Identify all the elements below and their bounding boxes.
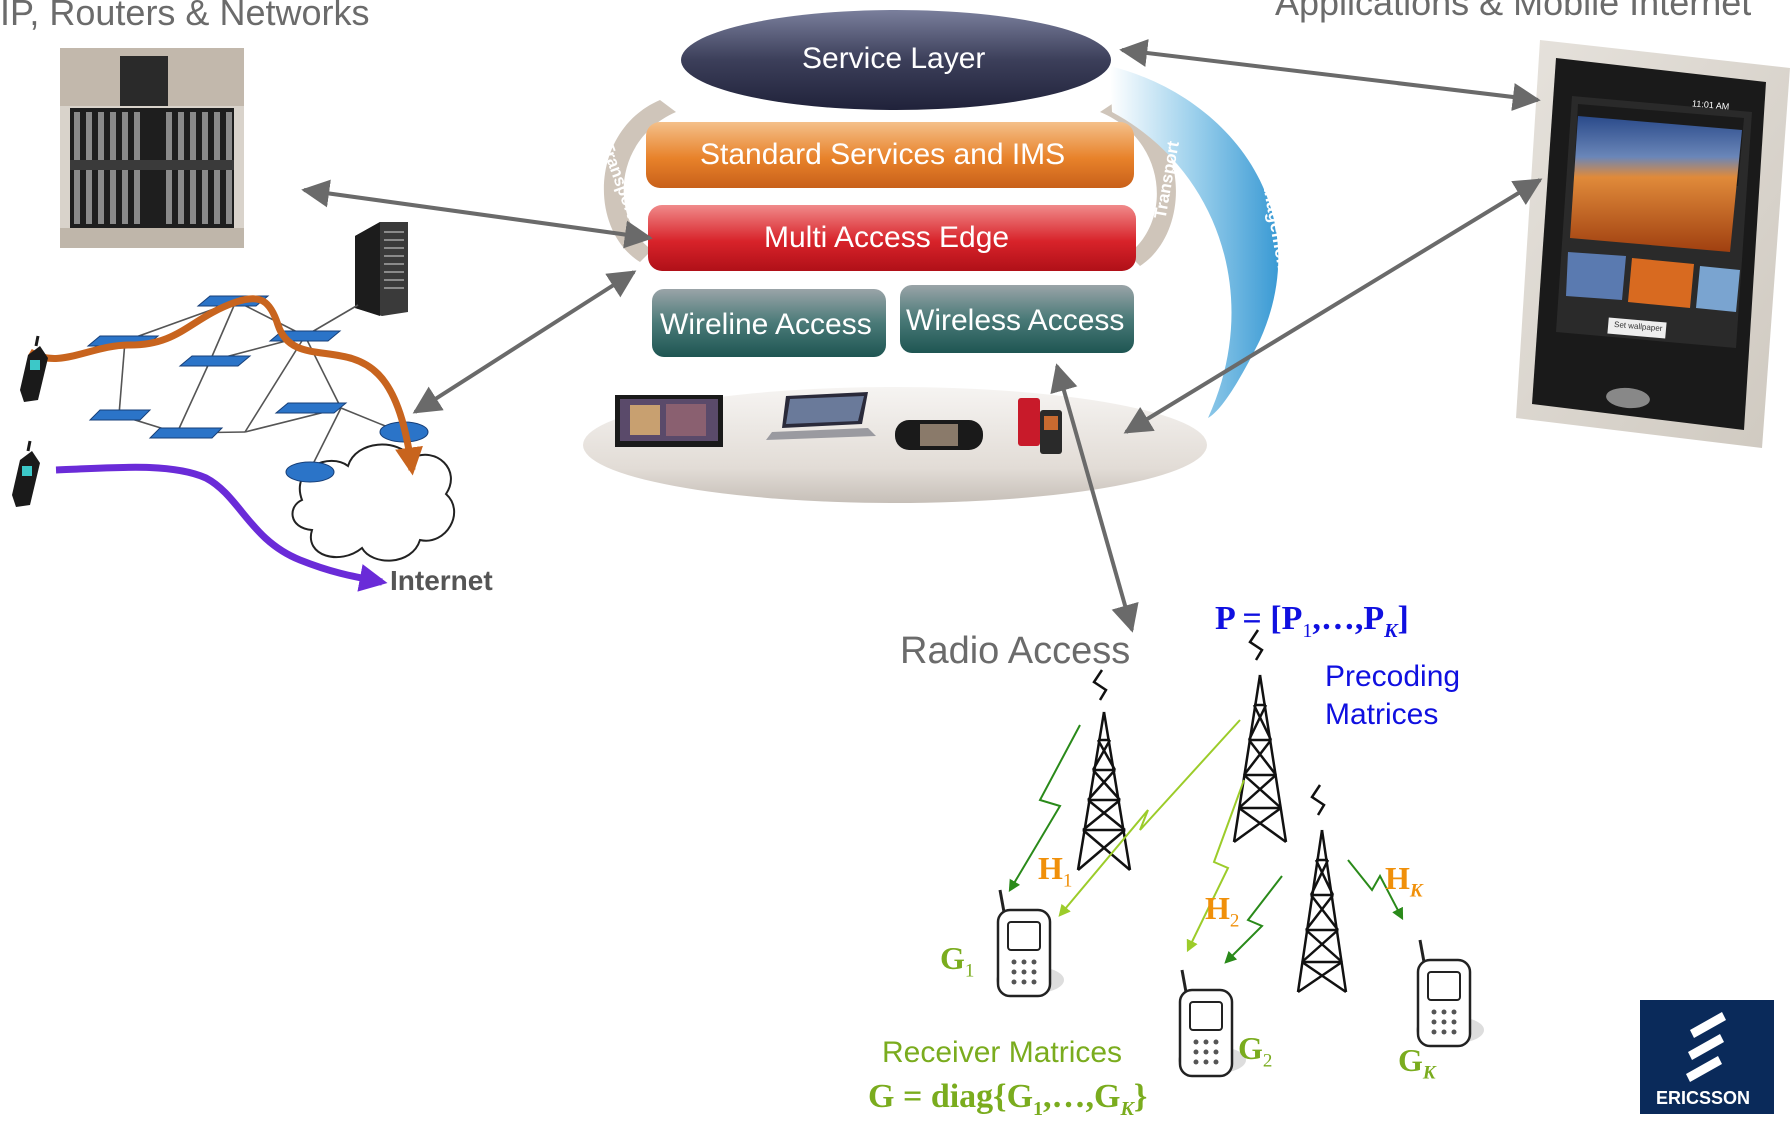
channel-h1-sub: 1 — [1062, 870, 1073, 892]
receiver-phone-k — [1416, 939, 1484, 1048]
base-station-towers — [1076, 629, 1348, 994]
server-tower-image — [355, 222, 408, 316]
channel-hk-sub: K — [1409, 880, 1423, 902]
receiver-g1-label: G1 — [940, 940, 974, 982]
tower-3 — [1296, 784, 1348, 994]
precoding-label-line2: Matrices — [1325, 698, 1439, 731]
device-tv-image — [615, 395, 723, 447]
channel-h2-letter: H — [1205, 890, 1230, 926]
receiver-gk-label: GK — [1398, 1042, 1436, 1084]
device-laptop-image — [766, 392, 876, 440]
channel-arrows — [1008, 719, 1404, 964]
receiver-g2-label: G2 — [1238, 1030, 1272, 1072]
channel-h2-label: H2 — [1205, 890, 1239, 932]
smartphone-image — [1516, 40, 1790, 448]
channel-h1-label: H1 — [1038, 850, 1072, 892]
service-layer-label: Service Layer — [802, 42, 986, 75]
tower-2 — [1232, 629, 1288, 844]
orange-traffic-flow — [28, 295, 423, 476]
precoding-eq-sub1: 1 — [1302, 619, 1313, 642]
receiver-equation: G = diag{G1,…,GK} — [868, 1078, 1147, 1121]
ericsson-logo — [1640, 1000, 1774, 1114]
radio-access-heading: Radio Access — [900, 630, 1131, 672]
handset-icon-bottom — [12, 440, 40, 507]
receiver-g1-letter: G — [940, 940, 965, 976]
network-links — [118, 300, 401, 471]
channel-h1-letter: H — [1038, 850, 1063, 886]
channel-h2-sub: 2 — [1229, 910, 1240, 932]
precoding-equation: P = [P1,…,PK] — [1215, 600, 1409, 643]
applications-heading: Applications & Mobile Internet — [1275, 0, 1752, 23]
receiver-gk-letter: G — [1398, 1042, 1423, 1078]
receiver-phone-1 — [996, 889, 1064, 998]
internet-cloud — [285, 421, 456, 562]
service-layer-ellipse — [681, 10, 1111, 110]
wireless-access-label: Wireless Access — [906, 304, 1125, 337]
internet-label: Internet — [390, 565, 493, 596]
standard-services-bar — [646, 122, 1134, 188]
receiver-eq-mid: ,…,G — [1043, 1078, 1121, 1115]
connector-arrows — [301, 39, 1543, 633]
multi-access-edge-bar — [648, 205, 1136, 271]
standard-services-label: Standard Services and IMS — [700, 138, 1066, 171]
precoding-eq-mid: ,…,P — [1312, 600, 1385, 637]
precoding-eq-lhs: P = [P — [1215, 600, 1303, 637]
channel-hk-label: HK — [1385, 860, 1423, 902]
precoding-label-line1: Precoding — [1325, 660, 1461, 693]
purple-traffic-flow — [55, 463, 388, 592]
wireline-access-bar — [652, 289, 886, 357]
tower-1 — [1076, 669, 1132, 871]
receiver-g2-letter: G — [1238, 1030, 1263, 1066]
receiver-matrices-label: Receiver Matrices — [882, 1036, 1123, 1069]
receiver-phone-2 — [1178, 969, 1246, 1078]
handset-icon-top — [20, 335, 48, 402]
receiver-eq-close: } — [1133, 1078, 1148, 1115]
device-psp-image — [895, 420, 983, 450]
receiver-eq-sub1: 1 — [1033, 1097, 1044, 1120]
core-router-image — [60, 48, 244, 248]
receiver-g1-sub: 1 — [964, 960, 975, 982]
ip-networks-heading: IP, Routers & Networks — [0, 0, 370, 33]
receiver-gk-sub: K — [1422, 1062, 1436, 1084]
multi-access-edge-label: Multi Access Edge — [764, 221, 1010, 254]
receiver-eq-subk: K — [1120, 1097, 1134, 1120]
channel-hk-letter: H — [1385, 860, 1410, 896]
receiver-g2-sub: 2 — [1262, 1050, 1273, 1072]
receiver-eq-lhs: G = diag{G — [868, 1078, 1034, 1115]
ericsson-logo-text: ERICSSON — [1656, 1088, 1751, 1108]
wireless-access-bar — [900, 285, 1134, 353]
precoding-eq-subk: K — [1384, 619, 1398, 642]
wireline-access-label: Wireline Access — [660, 308, 872, 341]
precoding-eq-close: ] — [1397, 600, 1409, 637]
